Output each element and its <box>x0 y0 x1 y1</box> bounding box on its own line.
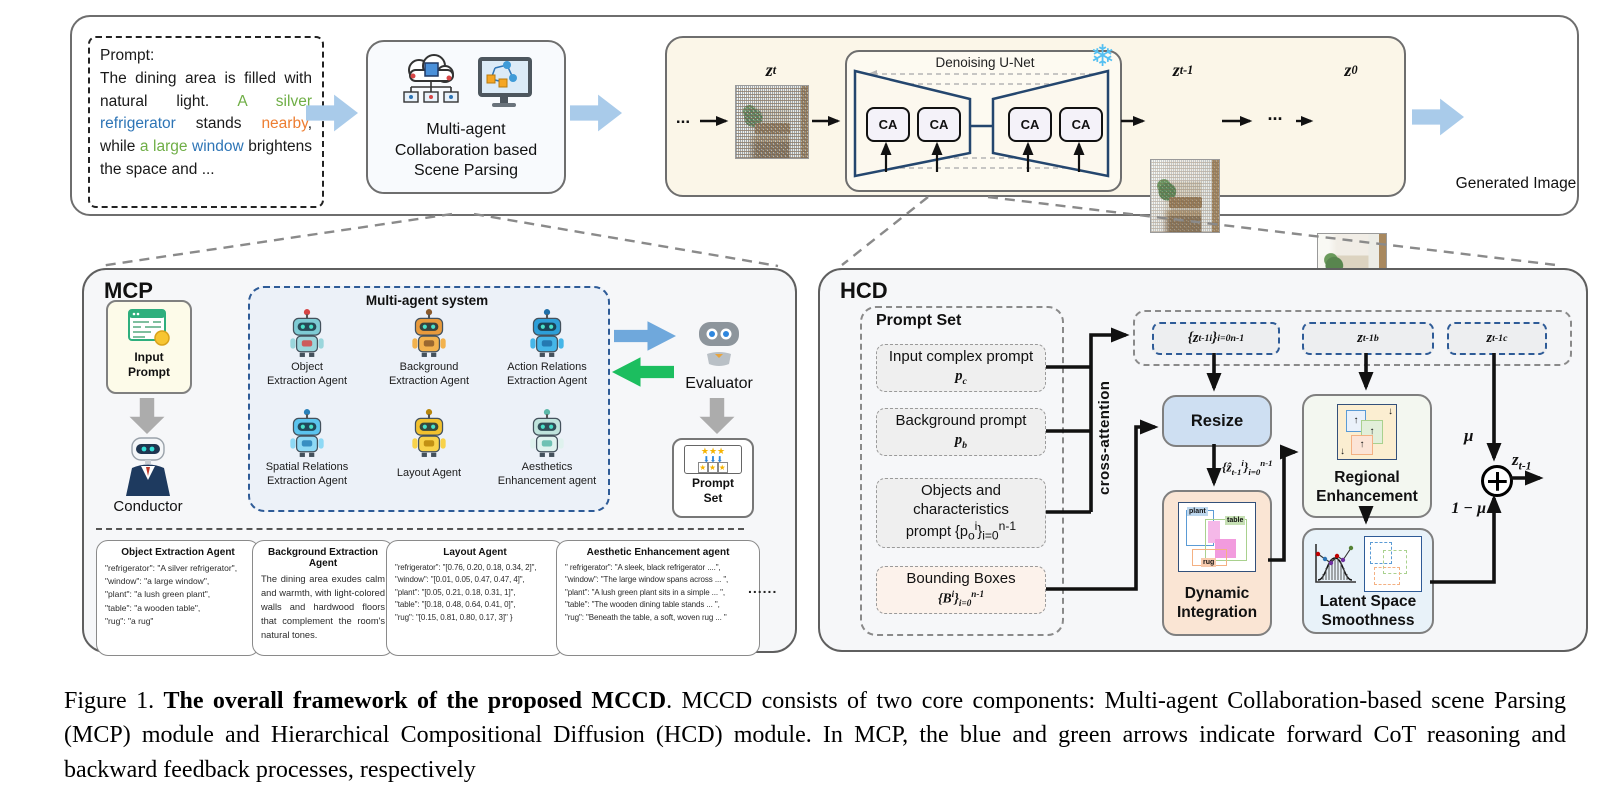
background-prompt-box: Background prompt pb <box>876 408 1046 456</box>
prompt-set-label: Prompt Set <box>692 476 734 505</box>
outputs-ellipsis: ...... <box>748 580 778 596</box>
dashed-boxes-icon <box>1364 536 1422 592</box>
generated-image-label: Generated Image <box>1455 175 1577 192</box>
figure-number: Figure 1. <box>64 688 155 714</box>
hcd-title: HCD <box>840 278 888 303</box>
aesthetic-enhancement-output-box: Aesthetic Enhancement agent " refrigerat… <box>556 540 760 656</box>
regional-enhancement-label: Regional Enhancement <box>1316 468 1418 505</box>
output-latent-label: zt-1 <box>1512 450 1532 473</box>
circled-plus-merge <box>1481 465 1513 497</box>
denoising-unet-title: Denoising U-Net <box>935 54 1035 70</box>
scene-parsing-label: Multi-agent Collaboration based Scene Pa… <box>394 120 538 180</box>
cross-attention-block: CA <box>1059 107 1103 142</box>
cross-attention-block: CA <box>866 107 910 142</box>
agent-label: Object Extraction Agent <box>266 361 348 388</box>
evaluator-robot-icon <box>699 322 739 366</box>
cloud-network-icon <box>403 54 459 103</box>
caption-body: . MCCD consists of two core components: … <box>64 688 1566 783</box>
caption-bold-title: The overall framework of the proposed MC… <box>163 688 667 714</box>
mu-label: μ <box>1464 426 1474 445</box>
background-extraction-agent-icon <box>406 308 452 358</box>
cross-attention-block: CA <box>917 107 961 142</box>
conductor-robot-icon <box>126 437 170 496</box>
objects-characteristics-prompt-box: Objects and characteristics prompt {poi}… <box>876 478 1046 548</box>
layout-agent-icon <box>406 408 452 458</box>
hcd-prompt-set-title: Prompt Set <box>876 312 962 329</box>
scene-parsing-box: Multi-agent Collaboration based Scene Pa… <box>366 40 566 194</box>
regional-enhancement-node: ↑ ↑ ↑ ↓ ↓ Regional Enhancement <box>1302 394 1432 518</box>
action-relations-agent-icon <box>524 308 570 358</box>
ellipsis-middle: ... <box>1267 103 1283 124</box>
agent-label: Layout Agent <box>396 467 462 479</box>
dynamic-integration-label: Dynamic Integration <box>1176 584 1258 621</box>
evaluator-label: Evaluator <box>685 375 753 392</box>
latent-space-smoothness-node: Latent Space Smoothness <box>1302 528 1434 634</box>
figure-caption: Figure 1. The overall framework of the p… <box>64 684 1566 787</box>
mcp-output-separator <box>96 528 744 530</box>
input-prompt-icon <box>128 309 170 346</box>
prompt-title: Prompt: <box>100 47 155 64</box>
multi-agent-system-title: Multi-agent system <box>365 292 489 308</box>
unet-trapezoids <box>853 69 1110 178</box>
agent-label: Action Relations Extraction Agent <box>506 361 588 388</box>
agent-label: Spatial Relations Extraction Agent <box>265 461 349 488</box>
agent-label: Aesthetics Enhancement agent <box>497 461 597 488</box>
gaussian-curve-icon <box>1315 544 1356 583</box>
one-minus-mu-label: 1 − μ <box>1451 500 1486 517</box>
ellipsis-left: ... <box>675 108 691 127</box>
object-extraction-agent-icon <box>284 308 330 358</box>
mcp-title: MCP <box>104 278 153 303</box>
input-prompt-card: Input Prompt <box>106 300 192 394</box>
conductor-label: Conductor <box>113 497 183 515</box>
background-extraction-output-box: Background Extraction Agent The dining a… <box>252 540 394 656</box>
input-complex-prompt-box: Input complex prompt pc <box>876 344 1046 392</box>
input-prompt-label: Input Prompt <box>128 350 170 379</box>
dynamic-integration-node: plant table rug Dynamic Integration <box>1162 490 1272 636</box>
aesthetics-agent-icon <box>524 408 570 458</box>
snowflake-frozen-icon: ❄ <box>1090 40 1116 73</box>
prompt-set-card: ★★★ ⬇⬇⬇ ★★★ Prompt Set <box>672 438 754 518</box>
agent-label: Background Extraction Agent <box>388 361 470 388</box>
dynamic-integration-icon: plant table rug <box>1178 502 1256 572</box>
noisy-latent-image-zt <box>735 85 809 159</box>
regional-enhancement-icon: ↑ ↑ ↑ ↓ ↓ <box>1337 404 1397 460</box>
resize-node: Resize <box>1162 395 1272 447</box>
bounding-boxes-box: Bounding Boxes {Bi}i=0n-1 <box>876 566 1046 614</box>
latent-space-smoothness-label: Latent Space Smoothness <box>1319 592 1417 629</box>
resized-latents-label: {ẑt-1i}i=0n-1 <box>1222 458 1273 477</box>
partially-denoised-image <box>1150 159 1220 233</box>
object-extraction-output-box: Object Extraction Agent "refrigerator": … <box>96 540 260 656</box>
monitor-graph-icon <box>478 57 532 107</box>
spatial-relations-agent-icon <box>284 408 330 458</box>
cross-attention-label: cross-attention <box>1096 380 1113 495</box>
cross-attention-block: CA <box>1008 107 1052 142</box>
input-prompt-text-box: Prompt: The dining area is filled with n… <box>88 36 324 208</box>
prompt-set-icon: ★★★ ⬇⬇⬇ ★★★ <box>684 445 742 474</box>
layout-agent-output-box: Layout Agent "refrigerator": "[0.76, 0.2… <box>386 540 564 656</box>
